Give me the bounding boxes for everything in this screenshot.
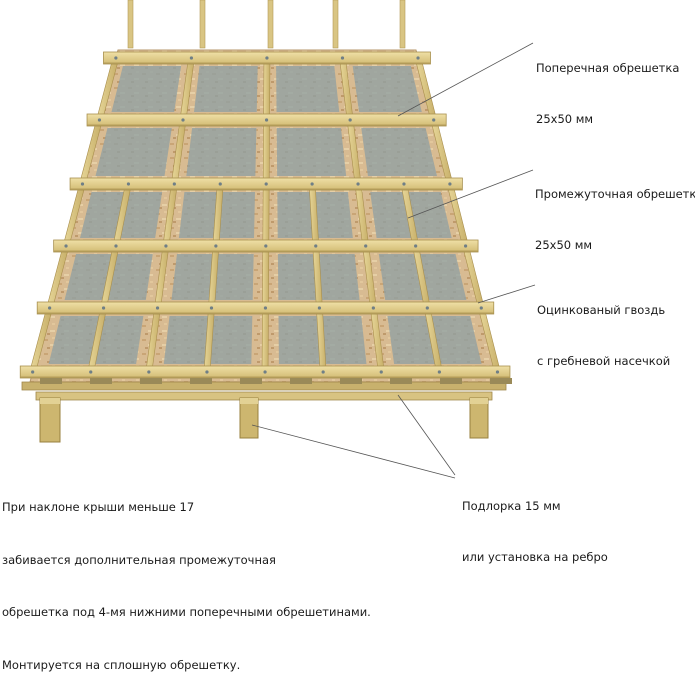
nail-head bbox=[64, 244, 68, 248]
nail-head bbox=[101, 306, 106, 310]
eave-detail bbox=[21, 378, 512, 401]
eave-block bbox=[240, 378, 262, 384]
nail-head bbox=[126, 182, 131, 186]
eave-block bbox=[140, 378, 162, 384]
leader-lines bbox=[251, 42, 536, 479]
callout-intermediate-batten-line2: 25х50 мм bbox=[535, 238, 593, 252]
membrane-panel bbox=[276, 66, 340, 112]
nail-head bbox=[402, 182, 406, 186]
leader-shim-2 bbox=[251, 424, 456, 479]
cross-battens bbox=[19, 51, 511, 379]
membrane-panel bbox=[361, 128, 437, 176]
leader-nail bbox=[477, 284, 536, 304]
support-blocks bbox=[39, 397, 489, 443]
leader-cross-batten bbox=[397, 42, 534, 117]
eave-block bbox=[40, 378, 62, 384]
nail-head bbox=[214, 244, 218, 248]
counter-batten bbox=[262, 189, 270, 243]
slope-note-line2: забивается дополнительная промежуточная bbox=[2, 552, 276, 567]
counter-batten bbox=[262, 125, 270, 181]
nail-head bbox=[432, 118, 436, 122]
nail-head bbox=[314, 244, 318, 248]
nail-head bbox=[371, 306, 375, 310]
slope-note-line4: Монтируется на сплошную обрешетку. bbox=[2, 657, 241, 672]
callout-intermediate-batten-line1: Промежуточная обрешетка bbox=[535, 187, 695, 201]
nail-head bbox=[172, 182, 176, 186]
nail-head bbox=[189, 56, 194, 60]
nail-head bbox=[114, 244, 118, 248]
nail-head bbox=[425, 306, 429, 310]
callout-cross-batten: Поперечная обрешетка 25х50 мм bbox=[536, 26, 679, 145]
nail-head bbox=[264, 182, 268, 186]
nail-head bbox=[317, 306, 322, 310]
nail-head bbox=[356, 182, 360, 186]
callout-shim-line2: или установка на ребро bbox=[462, 550, 608, 564]
nail-head bbox=[263, 306, 268, 310]
slope-note-line3: обрешетка под 4-мя нижними поперечными о… bbox=[2, 605, 371, 619]
nail-head bbox=[364, 244, 368, 248]
nail-head bbox=[265, 56, 269, 60]
nail-head bbox=[48, 306, 52, 310]
roof-battens-illustration bbox=[19, 0, 536, 479]
callout-intermediate-batten: Промежуточная обрешетка 25х50 мм bbox=[535, 152, 695, 271]
nail-head bbox=[479, 306, 483, 310]
callout-shim: Подлорка 15 мм или установка на ребро bbox=[462, 464, 608, 583]
nail-head bbox=[80, 182, 85, 186]
nail-head bbox=[155, 306, 160, 310]
nail-head bbox=[495, 370, 500, 374]
membrane-panel bbox=[194, 66, 258, 112]
callout-nail-line2: с гребневой насечкой bbox=[537, 354, 671, 368]
nail-head bbox=[205, 370, 209, 374]
nail-head bbox=[379, 370, 383, 374]
callout-cross-batten-line1: Поперечная обрешетка bbox=[536, 61, 680, 75]
nail-head bbox=[348, 118, 352, 122]
counter-batten bbox=[261, 313, 269, 369]
nail-head bbox=[463, 244, 468, 248]
eave-block bbox=[340, 378, 362, 384]
nail-head bbox=[31, 370, 35, 374]
callout-nail-line1: Оцинкованый гвоздь bbox=[537, 303, 666, 317]
nail-head bbox=[218, 182, 222, 186]
leader-shim-1 bbox=[397, 394, 456, 476]
eave-block bbox=[490, 378, 512, 384]
nail-head bbox=[263, 370, 267, 374]
nail-head bbox=[414, 244, 418, 248]
nail-head bbox=[147, 370, 151, 374]
nail-head bbox=[264, 244, 268, 248]
nail-head bbox=[181, 118, 185, 122]
nail-head bbox=[97, 118, 102, 122]
nail-head bbox=[340, 56, 345, 60]
nail-head bbox=[264, 118, 269, 122]
eave-block bbox=[440, 378, 462, 384]
membrane-panel bbox=[111, 66, 182, 112]
rafter-tops bbox=[127, 0, 406, 49]
membrane-panel bbox=[276, 128, 347, 176]
eave-block bbox=[90, 378, 112, 384]
slope-note: При наклоне крыши меньше 17 забивается д… bbox=[2, 464, 371, 692]
nail-head bbox=[321, 370, 325, 374]
leader-intermediate-batten bbox=[407, 169, 534, 219]
membrane-panel bbox=[352, 66, 422, 112]
nail-head bbox=[437, 370, 441, 374]
nail-head bbox=[114, 56, 118, 60]
nail-head bbox=[209, 306, 214, 310]
counter-batten bbox=[263, 63, 271, 117]
callout-cross-batten-line2: 25х50 мм bbox=[536, 112, 594, 126]
slope-note-line1: При наклоне крыши меньше 17 bbox=[2, 500, 195, 514]
nail-head bbox=[164, 244, 168, 248]
nail-head bbox=[448, 182, 452, 186]
eave-block bbox=[390, 378, 412, 384]
callout-shim-line1: Подлорка 15 мм bbox=[462, 499, 561, 513]
counter-batten bbox=[262, 251, 270, 305]
membrane-panel bbox=[95, 128, 172, 176]
nail-head bbox=[416, 56, 420, 60]
eave-block bbox=[190, 378, 212, 384]
nail-head bbox=[310, 182, 314, 186]
callout-nail: Оцинкованый гвоздь с гребневой насечкой bbox=[537, 268, 670, 387]
eave-block bbox=[290, 378, 312, 384]
nail-head bbox=[89, 370, 93, 374]
membrane-panel bbox=[186, 128, 257, 176]
